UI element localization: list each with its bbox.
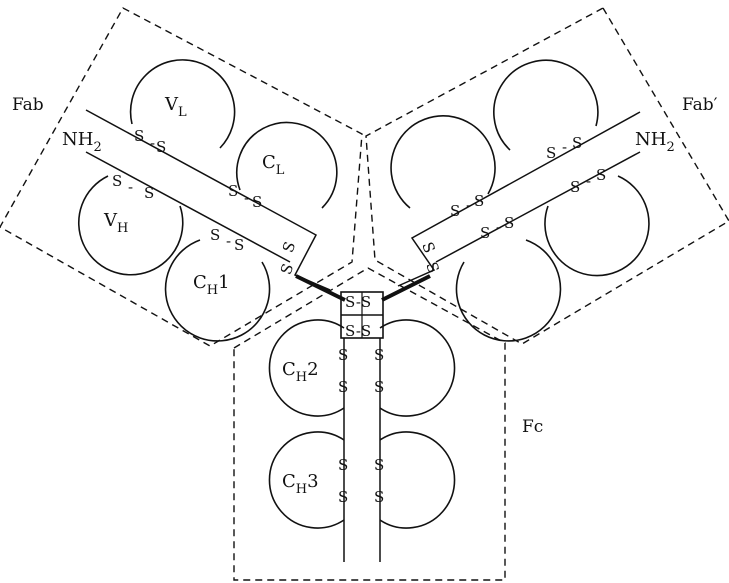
ch1-right-domain <box>455 239 562 342</box>
fab-left-label: Fab <box>12 95 44 115</box>
light-chain-left <box>85 109 331 291</box>
cl-label: CL <box>262 152 285 178</box>
heavy-chain-left <box>85 151 291 263</box>
svg-text:S: S <box>422 260 442 276</box>
vh-domain <box>77 175 184 276</box>
svg-text:S: S <box>210 226 220 244</box>
svg-text:S: S <box>134 127 144 145</box>
svg-text:S: S <box>112 172 122 190</box>
ch3-label: CH3 <box>282 471 319 497</box>
svg-text:-: - <box>226 232 231 250</box>
fc-region-outline <box>233 267 506 581</box>
svg-text:-: - <box>496 218 501 236</box>
cl-domain <box>236 121 338 209</box>
svg-text:S: S <box>450 202 460 220</box>
svg-text:S: S <box>374 378 384 396</box>
svg-text:S: S <box>504 214 514 232</box>
svg-text:S: S <box>338 488 348 506</box>
vl-domain <box>129 59 236 149</box>
svg-text:S: S <box>338 378 348 396</box>
vl-label: VL <box>164 94 187 120</box>
svg-text:-: - <box>244 189 249 207</box>
svg-text:S: S <box>338 456 348 474</box>
fc: SS SS SS SS CH2 CH3 Fc <box>268 319 543 562</box>
ch1-label: CH1 <box>193 272 230 298</box>
hinge-disulfide-bottom: S-S <box>345 322 371 340</box>
ch2-domain <box>268 319 345 417</box>
hinge-region: S-S S-S <box>295 274 431 340</box>
hinge-left-arm <box>295 274 346 302</box>
nh2-right-label: NH2 <box>635 129 675 155</box>
svg-text:S: S <box>252 193 262 211</box>
svg-text:-: - <box>562 138 567 156</box>
svg-text:S: S <box>570 178 580 196</box>
heavy-chain-right <box>435 151 641 263</box>
svg-text:S: S <box>279 239 299 255</box>
svg-text:S: S <box>234 236 244 254</box>
svg-text:S: S <box>572 134 582 152</box>
svg-text:S: S <box>546 144 556 162</box>
ch3-domain <box>268 431 345 529</box>
hinge-disulfide-top: S-S <box>345 293 371 311</box>
fab-left: S-S S-S S-S S-S S S VL CL VH CH1 NH2 Fab <box>12 59 338 342</box>
ch1-domain <box>164 239 271 342</box>
svg-text:S: S <box>144 184 154 202</box>
svg-text:-: - <box>586 172 591 190</box>
svg-text:S: S <box>277 261 297 277</box>
fab-right: S-S S-S S-S S-S S S NH2 Fab′ <box>390 59 718 342</box>
svg-text:S: S <box>228 182 238 200</box>
fc-label: Fc <box>522 417 543 437</box>
ch3-right-domain <box>379 431 456 529</box>
vh-right-domain <box>544 175 650 277</box>
svg-text:-: - <box>128 178 133 196</box>
ch2-right-domain <box>379 319 456 417</box>
svg-text:S: S <box>596 166 606 184</box>
svg-text:S: S <box>374 346 384 364</box>
cl-right-domain <box>390 115 496 209</box>
svg-text:-: - <box>466 196 471 214</box>
svg-text:S: S <box>338 346 348 364</box>
vh-label: VH <box>103 210 128 236</box>
svg-text:S: S <box>480 224 490 242</box>
svg-text:S: S <box>474 192 484 210</box>
svg-text:-: - <box>150 134 155 152</box>
fab-right-label: Fab′ <box>682 95 718 115</box>
fab-left-region-outline <box>0 7 363 347</box>
vl-right-domain <box>493 59 599 151</box>
svg-text:S: S <box>374 456 384 474</box>
fab-right-region-outline <box>365 7 729 345</box>
hinge-right-arm <box>381 274 431 302</box>
svg-text:S: S <box>418 240 438 256</box>
svg-text:S: S <box>156 138 166 156</box>
svg-text:S: S <box>374 488 384 506</box>
nh2-left-label: NH2 <box>62 129 102 155</box>
ch2-label: CH2 <box>282 359 319 385</box>
light-chain-right <box>397 111 641 287</box>
